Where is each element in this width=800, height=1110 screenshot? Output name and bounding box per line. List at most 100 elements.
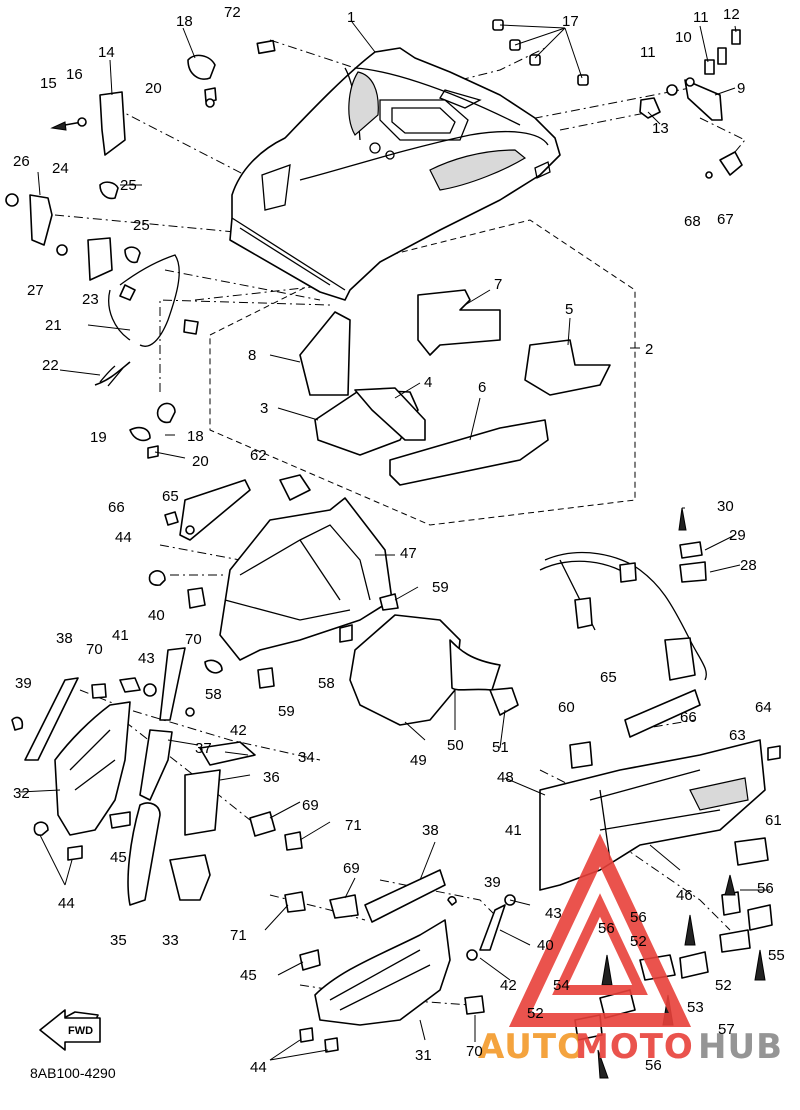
callout-38-bottom: 38 <box>422 822 439 839</box>
callout-50: 50 <box>447 737 464 754</box>
callout-60: 60 <box>558 699 575 716</box>
callout-25-bottom: 25 <box>133 217 150 234</box>
callout-35: 35 <box>110 932 127 949</box>
callout-38-left: 38 <box>56 630 73 647</box>
callout-19: 19 <box>90 429 107 446</box>
callout-70-mid: 70 <box>185 631 202 648</box>
callout-42-left: 42 <box>230 722 247 739</box>
callout-72: 72 <box>224 4 241 21</box>
callout-44-left: 44 <box>58 895 75 912</box>
callout-27: 27 <box>27 282 44 299</box>
callout-39-bottom: 39 <box>484 874 501 891</box>
callout-56-right: 56 <box>757 880 774 897</box>
callout-56-mid: 56 <box>630 909 647 926</box>
callout-1: 1 <box>347 9 355 26</box>
callout-7: 7 <box>494 276 502 293</box>
callout-20-bottom: 20 <box>192 453 209 470</box>
callout-36: 36 <box>263 769 280 786</box>
inner-panels-group-2 <box>299 289 611 486</box>
callout-65-top: 65 <box>162 488 179 505</box>
callout-22: 22 <box>42 357 59 374</box>
callout-21: 21 <box>45 317 62 334</box>
callout-47: 47 <box>400 545 417 562</box>
callout-11-top: 11 <box>693 9 709 26</box>
callout-59-bottom: 59 <box>278 703 295 720</box>
watermark-moto: MOTO <box>575 1027 694 1067</box>
callout-52-mid: 52 <box>630 933 647 950</box>
callout-12: 12 <box>723 6 740 23</box>
side-panels-49-50-51 <box>349 614 519 726</box>
left-bracket-parts <box>5 91 199 459</box>
callout-44-bottom: 44 <box>250 1059 267 1076</box>
callout-16: 16 <box>66 66 83 83</box>
callout-4: 4 <box>424 374 432 391</box>
callout-23: 23 <box>82 291 99 308</box>
callout-8: 8 <box>248 347 256 364</box>
callout-56-left: 56 <box>598 920 615 937</box>
callout-71-left: 71 <box>230 927 247 944</box>
callout-2: 2 <box>645 341 653 358</box>
callout-40-bottom: 40 <box>537 937 554 954</box>
callout-5: 5 <box>565 301 573 318</box>
callout-66-bottom: 66 <box>680 709 697 726</box>
callout-11-mid: 11 <box>640 44 656 61</box>
callout-65-bottom: 65 <box>600 669 617 686</box>
callout-43-left: 43 <box>138 650 155 667</box>
callout-53: 53 <box>687 999 704 1016</box>
callout-68: 68 <box>684 213 701 230</box>
callout-61: 61 <box>765 812 782 829</box>
callout-15: 15 <box>40 75 57 92</box>
callout-42-bottom: 42 <box>500 977 517 994</box>
bottom-center-parts <box>41 869 516 1053</box>
small-top-parts <box>187 19 743 179</box>
callout-41-bottom: 41 <box>505 822 522 839</box>
callout-69-bottom: 69 <box>343 860 360 877</box>
callout-58-mid: 58 <box>318 675 335 692</box>
callout-18-top: 18 <box>176 13 193 30</box>
callout-37: 37 <box>195 740 212 757</box>
callout-67: 67 <box>717 211 734 228</box>
watermark-hub: HUB <box>698 1027 783 1067</box>
callout-numbers: 1 2 3 4 5 6 7 8 9 10 11 11 12 13 14 15 1… <box>13 4 785 1076</box>
callout-49: 49 <box>410 752 427 769</box>
callout-41-left: 41 <box>112 627 129 644</box>
callout-57: 57 <box>718 1021 735 1038</box>
callout-62: 62 <box>250 447 267 464</box>
callout-40-left: 40 <box>148 607 165 624</box>
left-side-parts <box>11 647 303 906</box>
callout-28: 28 <box>740 557 757 574</box>
watermark-auto: AUTO <box>478 1027 587 1067</box>
drawing-code: 8AB100-4290 <box>30 1065 116 1081</box>
callout-66-top: 66 <box>108 499 125 516</box>
callout-54: 54 <box>553 977 570 994</box>
callout-31: 31 <box>415 1047 432 1064</box>
callout-52-left: 52 <box>527 1005 544 1022</box>
callout-6: 6 <box>478 379 486 396</box>
callout-10: 10 <box>675 29 692 46</box>
callout-58-left: 58 <box>205 686 222 703</box>
upper-cowling-part-1 <box>229 47 561 301</box>
inner-panel-part-47 <box>148 474 399 689</box>
leader-lines <box>19 21 770 1061</box>
callout-59-top: 59 <box>432 579 449 596</box>
callout-25-top: 25 <box>120 177 137 194</box>
callout-46: 46 <box>676 887 693 904</box>
callout-45-bottom: 45 <box>240 967 257 984</box>
callout-24: 24 <box>52 160 69 177</box>
callout-17: 17 <box>562 13 579 30</box>
lower-cowling-part-46 <box>539 689 781 891</box>
callout-43-bottom: 43 <box>545 905 562 922</box>
frame-bracket-part <box>539 507 707 681</box>
callout-51: 51 <box>492 739 509 756</box>
callout-63: 63 <box>729 727 746 744</box>
callout-9: 9 <box>737 80 745 97</box>
callout-30: 30 <box>717 498 734 515</box>
callout-26: 26 <box>13 153 30 170</box>
callout-52-right: 52 <box>715 977 732 994</box>
callout-34: 34 <box>298 749 315 766</box>
callout-70-left: 70 <box>86 641 103 658</box>
forward-arrow-icon: FWD <box>39 1009 101 1051</box>
callout-44-mid: 44 <box>115 529 132 546</box>
watermark-logo: AUTO MOTO HUB <box>478 833 783 1067</box>
callout-29: 29 <box>729 527 746 544</box>
